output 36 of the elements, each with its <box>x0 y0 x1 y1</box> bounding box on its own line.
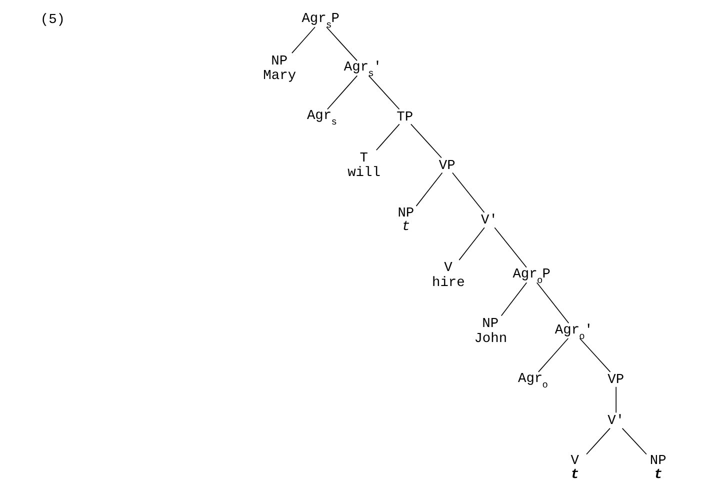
connector <box>415 172 442 206</box>
node-text: V' <box>480 214 497 229</box>
node-text: Agr$_{s}$P <box>301 12 339 31</box>
node-text: V' <box>607 414 624 430</box>
node-text: T will <box>347 151 380 182</box>
connector <box>500 282 527 316</box>
node-text: Agr$_{o}$ <box>517 372 548 390</box>
node-text: V t <box>570 454 578 483</box>
label: (5) <box>40 13 65 28</box>
connector <box>410 124 442 158</box>
connector <box>494 227 526 268</box>
connector <box>375 124 400 151</box>
node-text: Agr$_{o}$' <box>554 323 592 342</box>
connector <box>578 338 610 372</box>
connector <box>538 338 568 372</box>
connector <box>615 386 616 414</box>
node-text: NP t <box>397 206 414 236</box>
node-text: TP <box>396 110 413 126</box>
connector <box>586 428 610 455</box>
node-text: Agr$_{s}$ <box>306 109 336 128</box>
node-text: NP Mary <box>262 54 296 84</box>
node-text: Agr$_{o}$P <box>512 267 550 286</box>
node-text: NP t <box>649 454 666 483</box>
connector <box>326 75 358 110</box>
connector <box>368 75 400 110</box>
node-text: V hire <box>431 261 464 291</box>
connector <box>291 26 315 54</box>
node-text: VP <box>607 372 624 388</box>
node-text: NP John <box>474 317 507 347</box>
connector <box>326 26 357 62</box>
connector <box>621 428 646 455</box>
connector <box>452 172 484 213</box>
connector <box>536 282 569 324</box>
connector <box>458 227 484 260</box>
node-text: VP <box>438 158 455 174</box>
node-text: Agr$_{s}$' <box>343 60 382 80</box>
